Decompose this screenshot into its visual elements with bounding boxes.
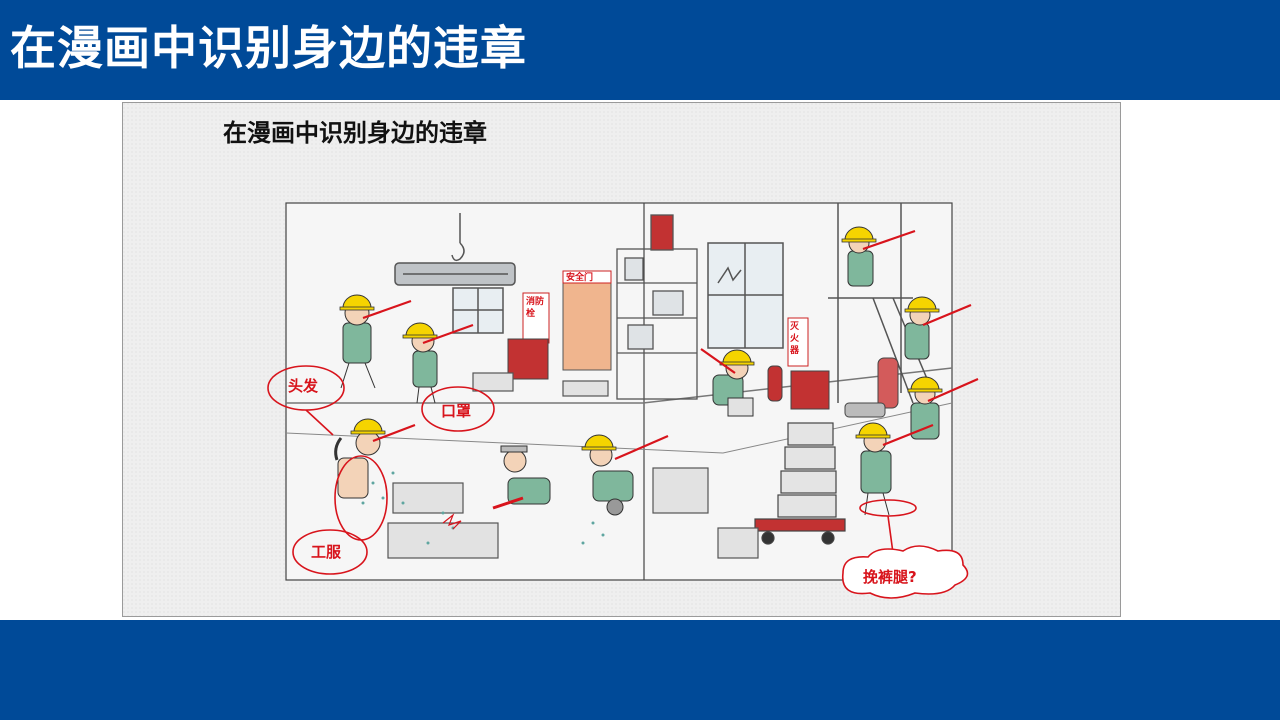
safety-violation-comic: 在漫画中识别身边的违章 头发 口罩 工服 挽裤腿? 安全门 消防栓 灭火器 [122, 102, 1121, 617]
worker-6 [712, 349, 755, 417]
worker-2 [402, 322, 438, 404]
floor-slabs [387, 372, 759, 559]
worker-1 [339, 294, 376, 389]
shelf-unit [616, 214, 698, 400]
hand-cart [754, 422, 846, 545]
worker-8-ladder [904, 296, 940, 360]
footer-bar [0, 620, 1280, 720]
worker-9 [907, 376, 943, 440]
slide-title: 在漫画中识别身边的违章 [10, 21, 527, 75]
annotation-arrows [362, 229, 979, 461]
header-bar: 在漫画中识别身边的违章 [0, 0, 1280, 100]
crane-hook [394, 213, 516, 286]
broken-window [707, 242, 784, 349]
label-extinguisher: 灭火器 [790, 322, 800, 356]
comic-title: 在漫画中识别身边的违章 [223, 119, 487, 147]
extinguisher-board [767, 317, 809, 402]
label-uniform: 工服 [311, 543, 342, 561]
sparks [351, 471, 605, 545]
label-mask: 口罩 [441, 402, 472, 420]
annotation-circles [267, 365, 969, 599]
comic-scene [123, 103, 1120, 616]
left-window [452, 287, 504, 334]
worker-4-grinder [492, 445, 551, 510]
safety-exit-door [562, 270, 612, 371]
label-hair: 头发 [288, 377, 319, 395]
worker-3-welder [334, 418, 386, 499]
label-hydrant: 消防栓 [526, 297, 545, 319]
label-safety-exit: 安全门 [566, 273, 594, 283]
worker-5-cutter [581, 434, 634, 516]
worker-7-scaffold [841, 226, 877, 287]
worker-10-cart [855, 422, 892, 516]
hydrant-box [507, 292, 550, 380]
label-trousers: 挽裤腿? [863, 568, 917, 586]
